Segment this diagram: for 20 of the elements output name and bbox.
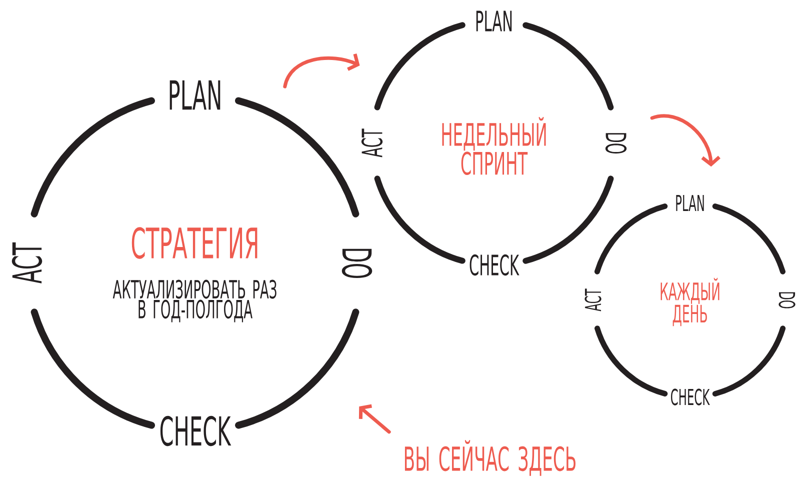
cycle-title: НЕДЕЛЬНЫЙ СПРИНТ xyxy=(442,116,546,176)
stage-label: DO xyxy=(342,248,372,278)
cycle-subtitle: АКТУАЛИЗИРОВАТЬ РАЗ В ГОД-ПОЛГОДА xyxy=(112,280,276,322)
curved-arrow xyxy=(283,53,360,88)
arrow xyxy=(358,404,391,434)
stage-label: DO xyxy=(605,133,627,154)
callout-text: ВЫ СЕЙЧАС ЗДЕСЬ xyxy=(404,440,576,476)
stage-label: ACT xyxy=(361,128,383,158)
stage-label: CHECK xyxy=(160,416,232,446)
stage-label: PLAN xyxy=(170,80,220,110)
stage-label: ACT xyxy=(584,288,602,312)
stage-label: CHECK xyxy=(470,254,520,276)
stage-label: PLAN xyxy=(476,10,512,32)
cycle-title: КАЖДЫЙ ДЕНЬ xyxy=(660,278,720,326)
stage-label: ACT xyxy=(12,242,42,284)
stage-label: DO xyxy=(778,292,796,308)
curved-arrow xyxy=(650,114,720,167)
stage-label: PLAN xyxy=(676,194,704,212)
stage-label: CHECK xyxy=(671,388,710,406)
cycle-title: СТРАТЕГИЯ xyxy=(132,227,258,259)
